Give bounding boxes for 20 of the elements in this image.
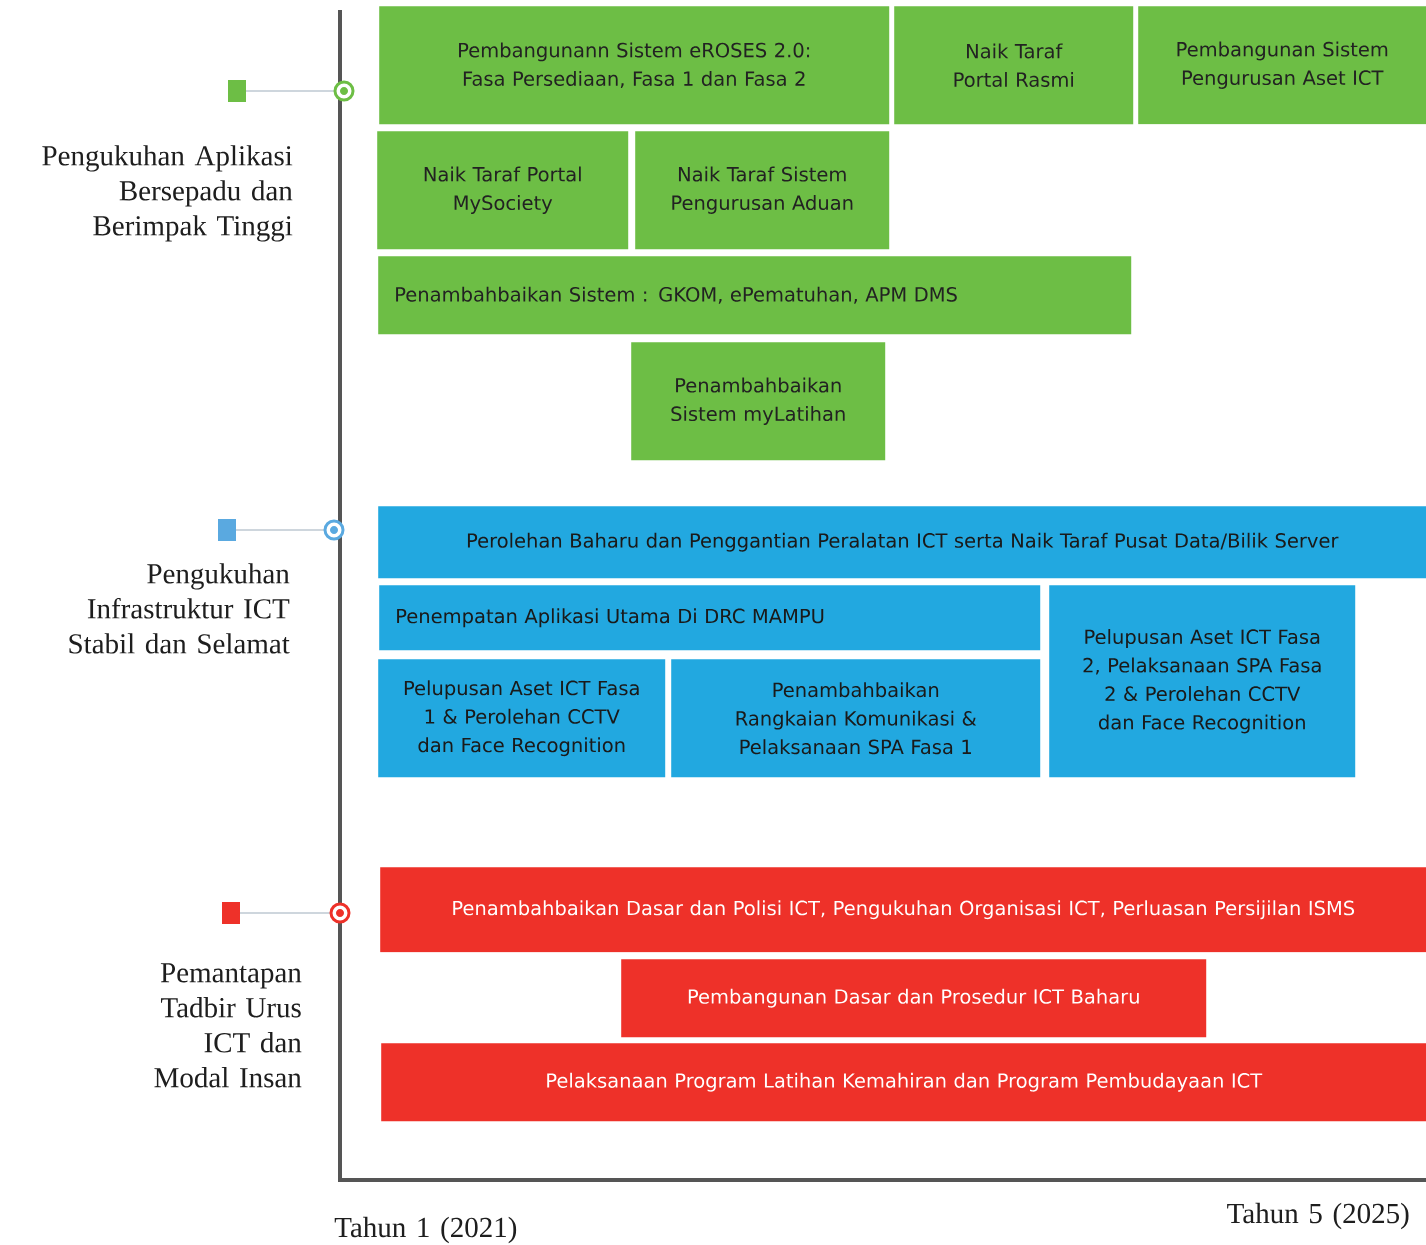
plan-box: Penempatan Aplikasi Utama Di DRC MAMPU <box>379 585 1041 651</box>
plan-box: Pembangunan Dasar dan Prosedur ICT Baharu <box>621 959 1207 1038</box>
year-label: Tahun 5 (2025) <box>1227 1202 1409 1230</box>
plan-box: Penambahbaikan Dasar dan Polisi ICT, Pengukuhan Organisasi ICT, Perluasan Persijilan ISMS <box>380 867 1426 953</box>
plan-box: Perolehan Baharu dan Penggantian Peralatan ICT serta Naik Taraf Pusat Data/Bilik Server <box>378 506 1426 579</box>
plan-box: Penambahbaikan Sistem : GKOM, ePematuhan, APM DMS <box>378 256 1132 335</box>
year-label: Tahun 1 (2021) <box>334 1216 517 1244</box>
category-heading: Pengukuhan Aplikasi Bersepadu dan Berimpak Tinggi <box>42 145 293 242</box>
category-heading: Pengukuhan Infrastruktur ICT Stabil dan Selamat <box>69 563 290 654</box>
plan-box: Pelupusan Aset ICT Fasa 1 & Perolehan CCTV dan Face Recognition <box>378 659 666 778</box>
plan-box: Naik Taraf Portal MySociety <box>377 131 629 250</box>
plan-box: Naik Taraf Sistem Pengurusan Aduan <box>635 131 890 250</box>
plan-box: Pembangunan Sistem Pengurusan Aset ICT <box>1138 6 1426 125</box>
plan-box: Naik Taraf Portal Rasmi <box>894 6 1134 125</box>
plan-box: Penambahbaikan Sistem myLatihan <box>631 342 886 461</box>
plan-box: Pelaksanaan Program Latihan Kemahiran dan Program Pembudayaan ICT <box>381 1043 1426 1122</box>
plan-box: Pelupusan Aset ICT Fasa 2, Pelaksanaan SPA Fasa 2 & Perolehan CCTV dan Face Recognition <box>1049 585 1356 778</box>
plan-box: Penambahbaikan Rangkaian Komunikasi & Pelaksanaan SPA Fasa 1 <box>671 659 1041 778</box>
category-heading: Pemantapan Tadbir Urus ICT dan Modal Insan <box>154 963 302 1088</box>
plan-box: Pembangunann Sistem eROSES 2.0: Fasa Persediaan, Fasa 1 dan Fasa 2 <box>379 6 890 125</box>
